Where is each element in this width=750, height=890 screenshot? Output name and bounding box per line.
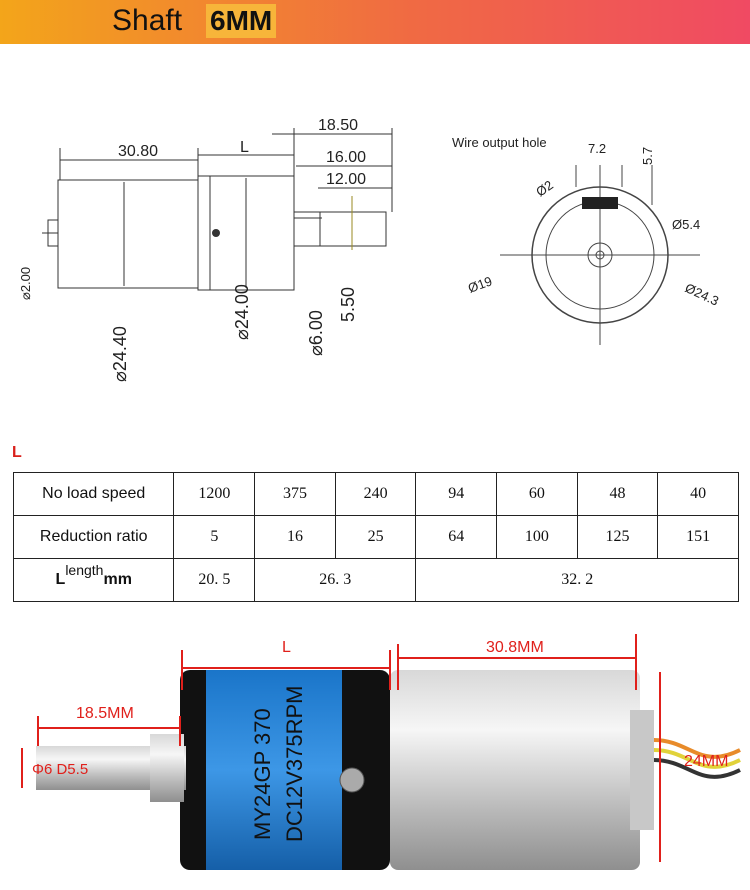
table-row: Reduction ratio 5 16 25 64 100 125 151 [12, 515, 739, 559]
dim-7-2: 7.2 [588, 141, 606, 156]
table-cell: 40 [657, 472, 739, 516]
dia-5-4-label: Ø5.4 [672, 217, 700, 232]
dim-12-00: 12.00 [326, 171, 366, 188]
blue-label [206, 670, 342, 870]
wire-hole-label: Wire output hole [452, 135, 547, 150]
dim-5-7: 5.7 [640, 147, 655, 165]
table-cell: 48 [576, 472, 659, 516]
photo-dim-30-8: 30.8MM [486, 639, 544, 656]
dim-30-80: 30.80 [118, 143, 158, 160]
dia-24-40: ⌀24.40 [110, 326, 130, 382]
spec-table: No load speed 1200 375 240 94 60 48 40 R… [12, 472, 739, 602]
dia-19-label: Ø19 [466, 273, 494, 296]
dia-6-00: ⌀6.00 [306, 310, 326, 356]
table-cell: 94 [415, 472, 498, 516]
photo-dim-24: 24MM [684, 753, 728, 770]
table-cell: 151 [657, 515, 739, 559]
row-label: Llengthmm [12, 558, 175, 602]
dim-l: L [240, 139, 249, 156]
table-row: Llengthmm 20. 5 26. 3 32. 2 [12, 558, 739, 602]
table-cell: 125 [576, 515, 659, 559]
dia-24-00: ⌀24.00 [232, 284, 252, 340]
dim-16-00: 16.00 [326, 149, 366, 166]
end-view-drawing: Wire output hole 7.2 5.7 Ø2 Ø5.4 Ø19 Ø24… [452, 135, 721, 345]
dim-5-50: 5.50 [338, 287, 358, 322]
row-label: Reduction ratio [12, 515, 175, 559]
motor-body-outline [57, 179, 199, 289]
row-label: No load speed [12, 472, 175, 516]
table-cell: 5 [173, 515, 256, 559]
table-cell: 32. 2 [415, 558, 739, 602]
table-cell: 240 [334, 472, 417, 516]
table-cell: 375 [254, 472, 336, 516]
dia-2-00: ⌀2.00 [18, 267, 33, 300]
label-line-1: MY24GP 370 [250, 708, 275, 840]
table-cell: 20. 5 [173, 558, 256, 602]
dia-2-label: Ø2 [533, 177, 556, 199]
table-cell: 60 [496, 472, 578, 516]
table-cell: 25 [334, 515, 417, 559]
photo-dim-shaft: Φ6 D5.5 [32, 761, 88, 778]
dia-24-3-label: Ø24.3 [683, 280, 721, 309]
table-row: No load speed 1200 375 240 94 60 48 40 [12, 472, 739, 516]
table-section-label: L [12, 444, 22, 461]
table-cell: 1200 [173, 472, 256, 516]
label-line-2: DC12V375RPM [282, 685, 307, 842]
banner-subtitle: 6MM [206, 4, 277, 38]
motor-can [390, 670, 640, 870]
banner-title: Shaft [112, 4, 183, 37]
table-cell: 16 [254, 515, 336, 559]
header-banner: Shaft 6MM [0, 0, 750, 44]
length-label: Llengthmm [55, 562, 132, 588]
wire-output-hole [582, 197, 618, 209]
table-cell: 64 [415, 515, 498, 559]
photo-dim-l: L [282, 639, 291, 656]
dim-18-50: 18.50 [318, 117, 358, 134]
table-cell: 100 [496, 515, 578, 559]
shaft-outline [293, 211, 387, 247]
photo-dim-18-5: 18.5MM [76, 705, 134, 722]
table-cell: 26. 3 [254, 558, 417, 602]
motor-photo: MY24GP 370 DC12V375RPM L 30.8MM 18.5MM Φ… [21, 634, 741, 870]
side-view-drawing: 30.80 L 18.50 16.00 12.00 ⌀2.00 ⌀24.40 ⌀… [18, 117, 393, 382]
